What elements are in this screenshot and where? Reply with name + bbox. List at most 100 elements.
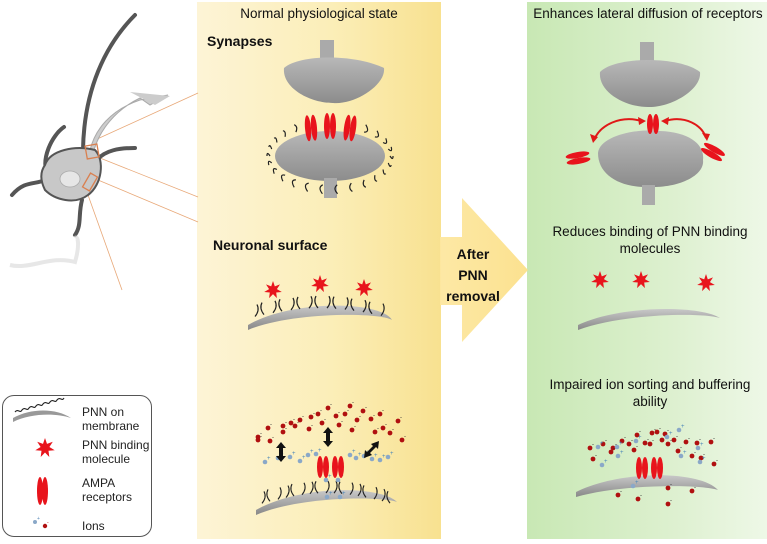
legend: PNN on membrane PNN binding molecule AMP… <box>2 395 152 537</box>
svg-text:+: + <box>267 456 271 462</box>
legend-label-line: Ions <box>82 519 105 533</box>
svg-text:+: + <box>318 448 322 454</box>
cation <box>347 452 353 458</box>
cation <box>313 451 319 457</box>
anion <box>642 440 648 446</box>
anion <box>333 413 339 419</box>
svg-text:-: - <box>640 493 642 499</box>
svg-text:-: - <box>359 414 361 420</box>
svg-text:+: + <box>390 451 394 457</box>
svg-text:+: + <box>328 474 332 480</box>
svg-text:-: - <box>654 427 656 433</box>
svg-text:+: + <box>604 459 608 465</box>
pnn-strand <box>273 137 278 143</box>
ampa-receptor <box>304 114 318 142</box>
pnn-strand <box>282 130 286 137</box>
anion <box>654 429 660 435</box>
neuron-illustration <box>9 13 199 291</box>
svg-text:-: - <box>347 408 349 414</box>
pnn-strand <box>387 162 392 168</box>
svg-text:-: - <box>670 498 672 504</box>
anion <box>306 426 312 432</box>
svg-text:-: - <box>311 423 313 429</box>
pnn-strands <box>266 124 394 195</box>
svg-text:-: - <box>647 437 649 443</box>
neuronal-membrane-after <box>578 308 720 330</box>
star-molecule <box>632 271 650 289</box>
anion <box>380 425 386 431</box>
anion <box>349 427 355 433</box>
legend-label-line: molecule <box>82 452 131 466</box>
pnn-strand <box>357 483 362 497</box>
star-molecule <box>355 279 373 297</box>
pnn-strand <box>382 138 388 144</box>
svg-text:-: - <box>320 408 322 414</box>
svg-text:+: + <box>358 452 362 458</box>
neuronal-surface-heading: Neuronal surface <box>213 237 328 253</box>
svg-text:+: + <box>702 456 706 462</box>
svg-text:-: - <box>260 434 262 440</box>
svg-text:-: - <box>352 400 354 406</box>
cation <box>305 452 311 458</box>
svg-text:-: - <box>365 405 367 411</box>
pnn-strand <box>338 481 343 495</box>
svg-text:-: - <box>613 446 615 452</box>
svg-text:+: + <box>37 516 40 522</box>
legend-label-line: membrane <box>82 419 140 433</box>
anion <box>347 403 353 409</box>
cation <box>678 453 684 459</box>
svg-text:-: - <box>285 426 287 432</box>
anion <box>665 441 671 447</box>
svg-text:-: - <box>385 422 387 428</box>
svg-text:-: - <box>382 408 384 414</box>
arrow-line-3: removal <box>446 288 500 304</box>
pnn-strand <box>290 483 295 497</box>
pnn-strand <box>386 490 391 504</box>
svg-text:+: + <box>329 491 333 497</box>
svg-text:+: + <box>352 449 356 455</box>
svg-text:+: + <box>374 453 378 459</box>
pnn-strand <box>387 146 393 152</box>
ampa-receptor <box>565 151 591 165</box>
pnn-strand <box>309 481 314 495</box>
anion <box>395 418 401 424</box>
anion <box>255 437 261 443</box>
pnn-strand <box>280 174 286 182</box>
legend-label-line: AMPA <box>82 476 116 490</box>
ampa-receptor <box>701 142 725 162</box>
svg-text:-: - <box>605 438 607 444</box>
svg-text:+: + <box>600 441 604 447</box>
svg-text:-: - <box>694 485 696 491</box>
svg-text:-: - <box>341 419 343 425</box>
svg-text:-: - <box>404 434 406 440</box>
pnn-strand <box>326 295 331 309</box>
cation <box>697 459 703 465</box>
arrow-line-2: PNN <box>458 267 488 283</box>
arrow-line-1: After <box>456 246 490 262</box>
legend-label-ampa: AMPA receptors <box>82 476 132 504</box>
presynaptic-terminal <box>283 40 385 104</box>
anion <box>694 440 700 446</box>
svg-text:+: + <box>342 491 346 497</box>
anion <box>336 422 342 428</box>
cation <box>630 483 636 489</box>
pnn-strand <box>308 296 313 309</box>
anion <box>631 447 637 453</box>
svg-text:+: + <box>681 424 685 430</box>
ampa-receptor-icon <box>37 477 48 505</box>
zoom-lines <box>87 92 199 291</box>
pnn-membrane-icon <box>13 397 71 422</box>
ampa-receptor <box>651 457 663 479</box>
cation <box>695 445 701 451</box>
anion <box>675 448 681 454</box>
legend-label-pnn: PNN on membrane <box>82 405 139 433</box>
anion <box>608 449 614 455</box>
svg-text:+: + <box>620 450 624 456</box>
diffusing-ampa-receptors <box>565 114 725 165</box>
pnn-strand <box>278 298 283 312</box>
pnn-strand <box>368 301 373 315</box>
svg-text:-: - <box>297 420 299 426</box>
pnn-strand <box>272 300 277 314</box>
pnn-strand <box>266 152 271 157</box>
legend-label-line: PNN binding <box>82 438 150 452</box>
